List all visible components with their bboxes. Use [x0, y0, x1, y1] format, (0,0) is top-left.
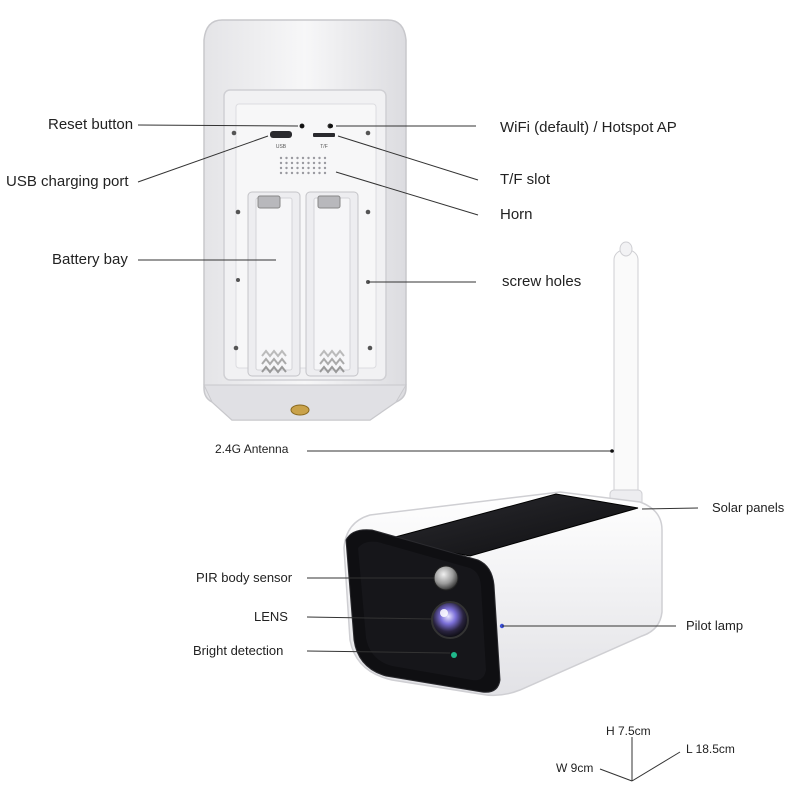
tf-mark: T/F [320, 144, 328, 150]
solar-panels-label: Solar panels [712, 500, 785, 515]
dimension-height: H 7.5cm [606, 724, 651, 738]
battery-bay [247, 191, 359, 377]
camera-lens [431, 601, 469, 639]
pir-sensor [433, 565, 459, 591]
usb-port-label: USB charging port [6, 173, 129, 190]
dimension-length: L 18.5cm [686, 742, 735, 756]
battery-bay-label: Battery bay [52, 251, 128, 268]
bright-detection-label: Bright detection [193, 643, 284, 658]
usb-port [270, 131, 292, 138]
pir-sensor-label: PIR body sensor [196, 570, 293, 585]
tf-slot-label: T/F slot [500, 171, 551, 188]
wifi-label: WiFi (default) / Hotspot AP [500, 119, 677, 136]
reset-button-label: Reset button [48, 116, 134, 133]
callout-dots [300, 124, 614, 453]
screw-holes [231, 130, 373, 351]
antenna [609, 241, 643, 509]
tf-slot [313, 133, 335, 137]
camera-back-view: USB T/F [203, 19, 407, 421]
mount-screw [290, 404, 310, 416]
callout-lines [137, 124, 699, 782]
dimension-width: W 9cm [556, 761, 594, 775]
usb-mark: USB [276, 144, 287, 150]
horn-speaker-grille [279, 156, 327, 175]
screw-holes-label: screw holes [502, 273, 582, 290]
lens-label: LENS [254, 609, 288, 624]
antenna-label: 2.4G Antenna [215, 442, 289, 456]
pilot-lamp-label: Pilot lamp [686, 618, 744, 633]
horn-label: Horn [500, 206, 533, 223]
bright-detection-sensor [451, 652, 457, 658]
